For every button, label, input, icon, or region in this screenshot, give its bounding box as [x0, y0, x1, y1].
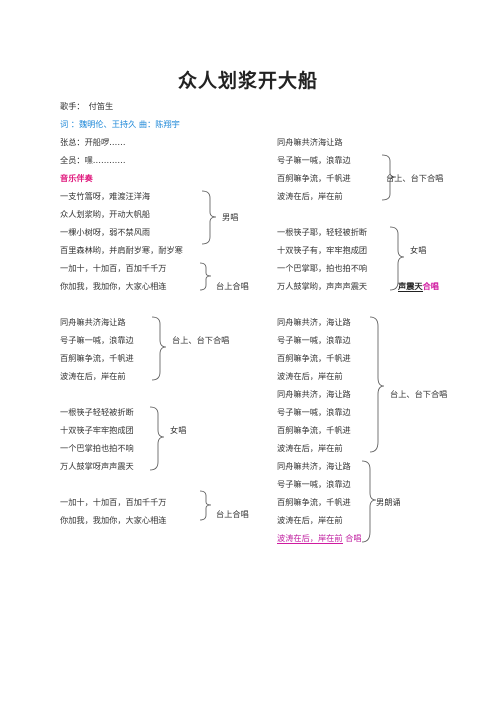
bracket-stage-all-right-1 — [381, 154, 397, 201]
left-line-12: 百舸嘛争流，千帆进 — [60, 353, 134, 363]
tag-stage-all-right-1: 台上、台下合唱 — [386, 173, 444, 183]
right-line-14: 号子嘛一喊，浪靠边 — [277, 407, 351, 417]
tag-male-recite: 男朗诵 — [376, 497, 401, 507]
left-line-14: 一根筷子轻轻被折断 — [60, 407, 134, 417]
right-line-2: 号子嘛一喊，浪靠边 — [277, 155, 351, 165]
right-line-19: 百舸嘛争流，千帆进 — [277, 497, 351, 507]
tag-stage-all-right-2: 台上、台下合唱 — [390, 389, 448, 399]
right-line-9: 同舟嘛共济，海让路 — [277, 317, 351, 327]
right-line-5: 一根筷子耶，轻轻被折断 — [277, 227, 368, 237]
tag-male: 男唱 — [222, 212, 239, 222]
music-label: 音乐伴奏 — [60, 173, 93, 183]
bracket-female-right — [389, 226, 405, 291]
bracket-male-recite — [361, 460, 377, 543]
tag-voice-a: 声震天 — [398, 281, 423, 292]
left-line-5: 众人划浆哟，开动大帆船 — [60, 209, 151, 219]
tag-voice-b: 合唱 — [422, 281, 439, 291]
left-line-6: 一棵小树呀，弱不禁风雨 — [60, 227, 151, 237]
tag-stage-2: 台上合唱 — [216, 509, 249, 519]
bracket-male — [201, 190, 217, 245]
bracket-stage-2 — [199, 490, 212, 521]
bracket-stage-all — [151, 316, 167, 381]
page-title: 众人划浆开大船 — [177, 70, 318, 92]
tag-stage-all: 台上、台下合唱 — [172, 335, 230, 345]
left-line-7: 百里森林哟，并肩耐岁寒，耐岁寒 — [60, 245, 183, 255]
singer-line: 歌手： 付笛生 — [60, 101, 114, 111]
bracket-female — [149, 406, 165, 471]
left-line-13: 波涛在后，岸在前 — [60, 371, 126, 381]
left-line-16: 一个巴掌拍也拍不响 — [60, 443, 134, 453]
right-line-3: 百舸嘛争流，千帆进 — [277, 173, 351, 183]
tag-female: 女唱 — [170, 425, 187, 435]
right-line-17: 同舟嘛共济，海让路 — [277, 461, 351, 471]
right-line-4: 波涛在后，岸在前 — [277, 191, 343, 201]
right-line-11: 百舸嘛争流，千帆进 — [277, 353, 351, 363]
tag-voice-right: 声震天合唱 — [398, 281, 439, 292]
left-line-10: 同舟嘛共济海让路 — [60, 317, 126, 327]
left-line-1: 张总：开船啰…… — [60, 137, 126, 147]
right-line-7: 一个巴掌耶，拍也拍不响 — [277, 263, 368, 273]
left-line-2: 全员：嘿………… — [60, 155, 126, 165]
left-line-18: 一加十，十加百，百加千千万 — [60, 497, 167, 507]
left-line-9: 你加我，我加你，大家心相连 — [60, 281, 167, 291]
right-line-10: 号子嘛一喊，浪靠边 — [277, 335, 351, 345]
credits-line: 词 ：魏明伦、王持久 曲：陈翔宇 — [60, 119, 180, 129]
left-line-11: 号子嘛一喊，浪靠边 — [60, 335, 134, 345]
bracket-stage-all-right-2 — [369, 316, 385, 453]
right-line-6: 十双筷子有，牢牢抱成团 — [277, 245, 368, 255]
right-line-21: 波涛在后，岸在前 合唱 — [277, 533, 362, 544]
right-line-13: 同舟嘛共济，海让路 — [277, 389, 351, 399]
left-line-15: 十双筷子牢牢抱成团 — [60, 425, 134, 435]
left-line-19: 你加我，我加你，大家心相连 — [60, 515, 167, 525]
right-line-16: 波涛在后，岸在前 — [277, 443, 343, 453]
right-line-12: 波涛在后，岸在前 — [277, 371, 343, 381]
tag-stage-1: 台上合唱 — [216, 281, 249, 291]
tag-chorus-end: 合唱 — [345, 533, 362, 543]
right-line-20: 波涛在后，岸在前 — [277, 515, 343, 525]
left-line-8: 一加十，十加百，百加千千万 — [60, 263, 167, 273]
bracket-stage-1 — [199, 262, 212, 291]
tag-female-right: 女唱 — [410, 245, 427, 255]
left-line-4: 一支竹篙呀，难渡汪洋海 — [60, 191, 151, 201]
left-line-17: 万人鼓掌呀声声震天 — [60, 461, 134, 471]
right-line-8: 万人鼓掌哟，声声声震天 — [277, 281, 368, 291]
right-line-21-text: 波涛在后，岸在前 — [277, 533, 343, 544]
right-line-18: 号子嘛一喊，浪靠边 — [277, 479, 351, 489]
right-line-1: 同舟嘛共济海让路 — [277, 137, 343, 147]
right-line-15: 百舸嘛争流，千帆进 — [277, 425, 351, 435]
